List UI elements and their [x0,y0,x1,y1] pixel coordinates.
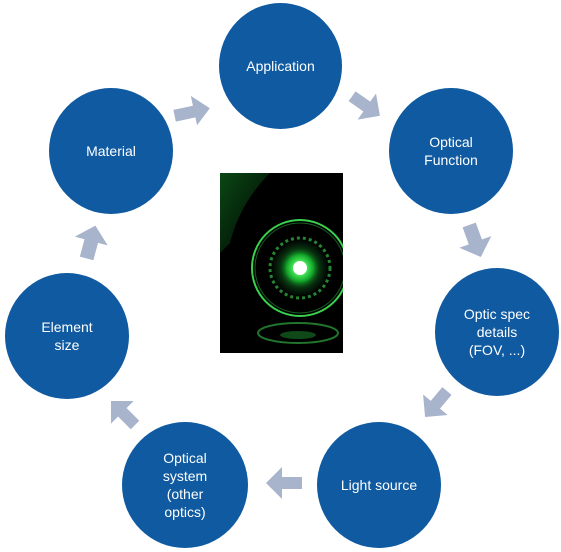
arrow-material-to-application-icon [173,95,210,126]
arrow-light-source-to-optical-system-icon [266,467,302,499]
arrow-element-size-to-material-icon [74,225,108,261]
node-optical-function: Optical Function [389,88,513,214]
node-application: Application [219,3,342,129]
center-optic-photo [220,173,343,353]
node-material: Material [49,88,173,214]
node-element-size: Element size [5,273,129,399]
node-optic-spec-details: Optic spec details (FOV, ...) [435,268,559,396]
arrow-optic-spec-to-light-source-icon [423,387,452,418]
node-light-source: Light source [317,422,441,548]
arrow-optical-system-to-element-size-icon [110,400,140,430]
node-optical-system: Optical system (other optics) [122,422,248,548]
laser-optic-photo-icon [220,173,343,353]
arrow-application-to-optical-function-icon [348,91,380,120]
arrow-optical-function-to-optic-spec-icon [459,222,492,257]
